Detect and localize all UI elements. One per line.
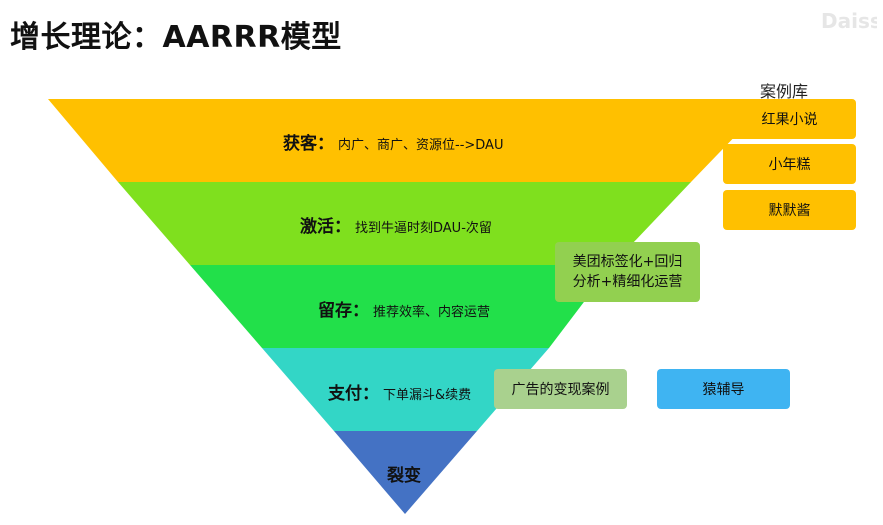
funnel-layer-retention	[190, 265, 612, 348]
svg-text:Daiss: Daiss	[821, 9, 877, 33]
acquisition-name: 获客：	[283, 134, 334, 154]
callout-ad-cases[interactable]: 广告的变现案例	[494, 369, 627, 409]
slide-title: 增长理论：AARRR模型	[10, 20, 342, 55]
case-xiaoniangao[interactable]: 小年糕	[723, 144, 856, 184]
activation-desc: 找到牛逼时刻DAU-次留	[355, 221, 492, 236]
activation-label: 激活： 找到牛逼时刻DAU-次留	[300, 212, 492, 237]
referral-label: 裂变	[387, 461, 421, 486]
callout-meituan-line1: 美团标签化+回归	[572, 254, 683, 270]
callout-yuanfudao[interactable]: 猿辅导	[657, 369, 790, 409]
acquisition-label: 获客： 内广、商广、资源位-->DAU	[283, 129, 503, 154]
funnel-layer-revenue	[262, 348, 549, 431]
acquisition-desc: 内广、商广、资源位-->DAU	[338, 138, 504, 153]
funnel-layer-acquisition	[48, 99, 771, 182]
callout-meituan[interactable]: 美团标签化+回归 分析+精细化运营	[555, 242, 700, 302]
funnel-layer-activation	[118, 182, 691, 265]
retention-label: 留存： 推荐效率、内容运营	[318, 296, 490, 321]
case-momojiang[interactable]: 默默酱	[723, 190, 856, 230]
case-hongguo-novel[interactable]: 红果小说	[723, 99, 856, 139]
retention-name: 留存：	[318, 301, 369, 321]
revenue-label: 支付： 下单漏斗&续费	[328, 379, 471, 404]
revenue-desc: 下单漏斗&续费	[383, 388, 472, 403]
case-library-header: 案例库	[760, 82, 809, 101]
callout-meituan-line2: 分析+精细化运营	[572, 274, 683, 290]
referral-name: 裂变	[387, 466, 421, 486]
retention-desc: 推荐效率、内容运营	[373, 305, 491, 320]
funnel-layer-referral	[334, 431, 477, 514]
revenue-name: 支付：	[328, 384, 379, 404]
activation-name: 激活：	[300, 217, 351, 237]
watermark-logo: Daiss	[821, 9, 877, 33]
